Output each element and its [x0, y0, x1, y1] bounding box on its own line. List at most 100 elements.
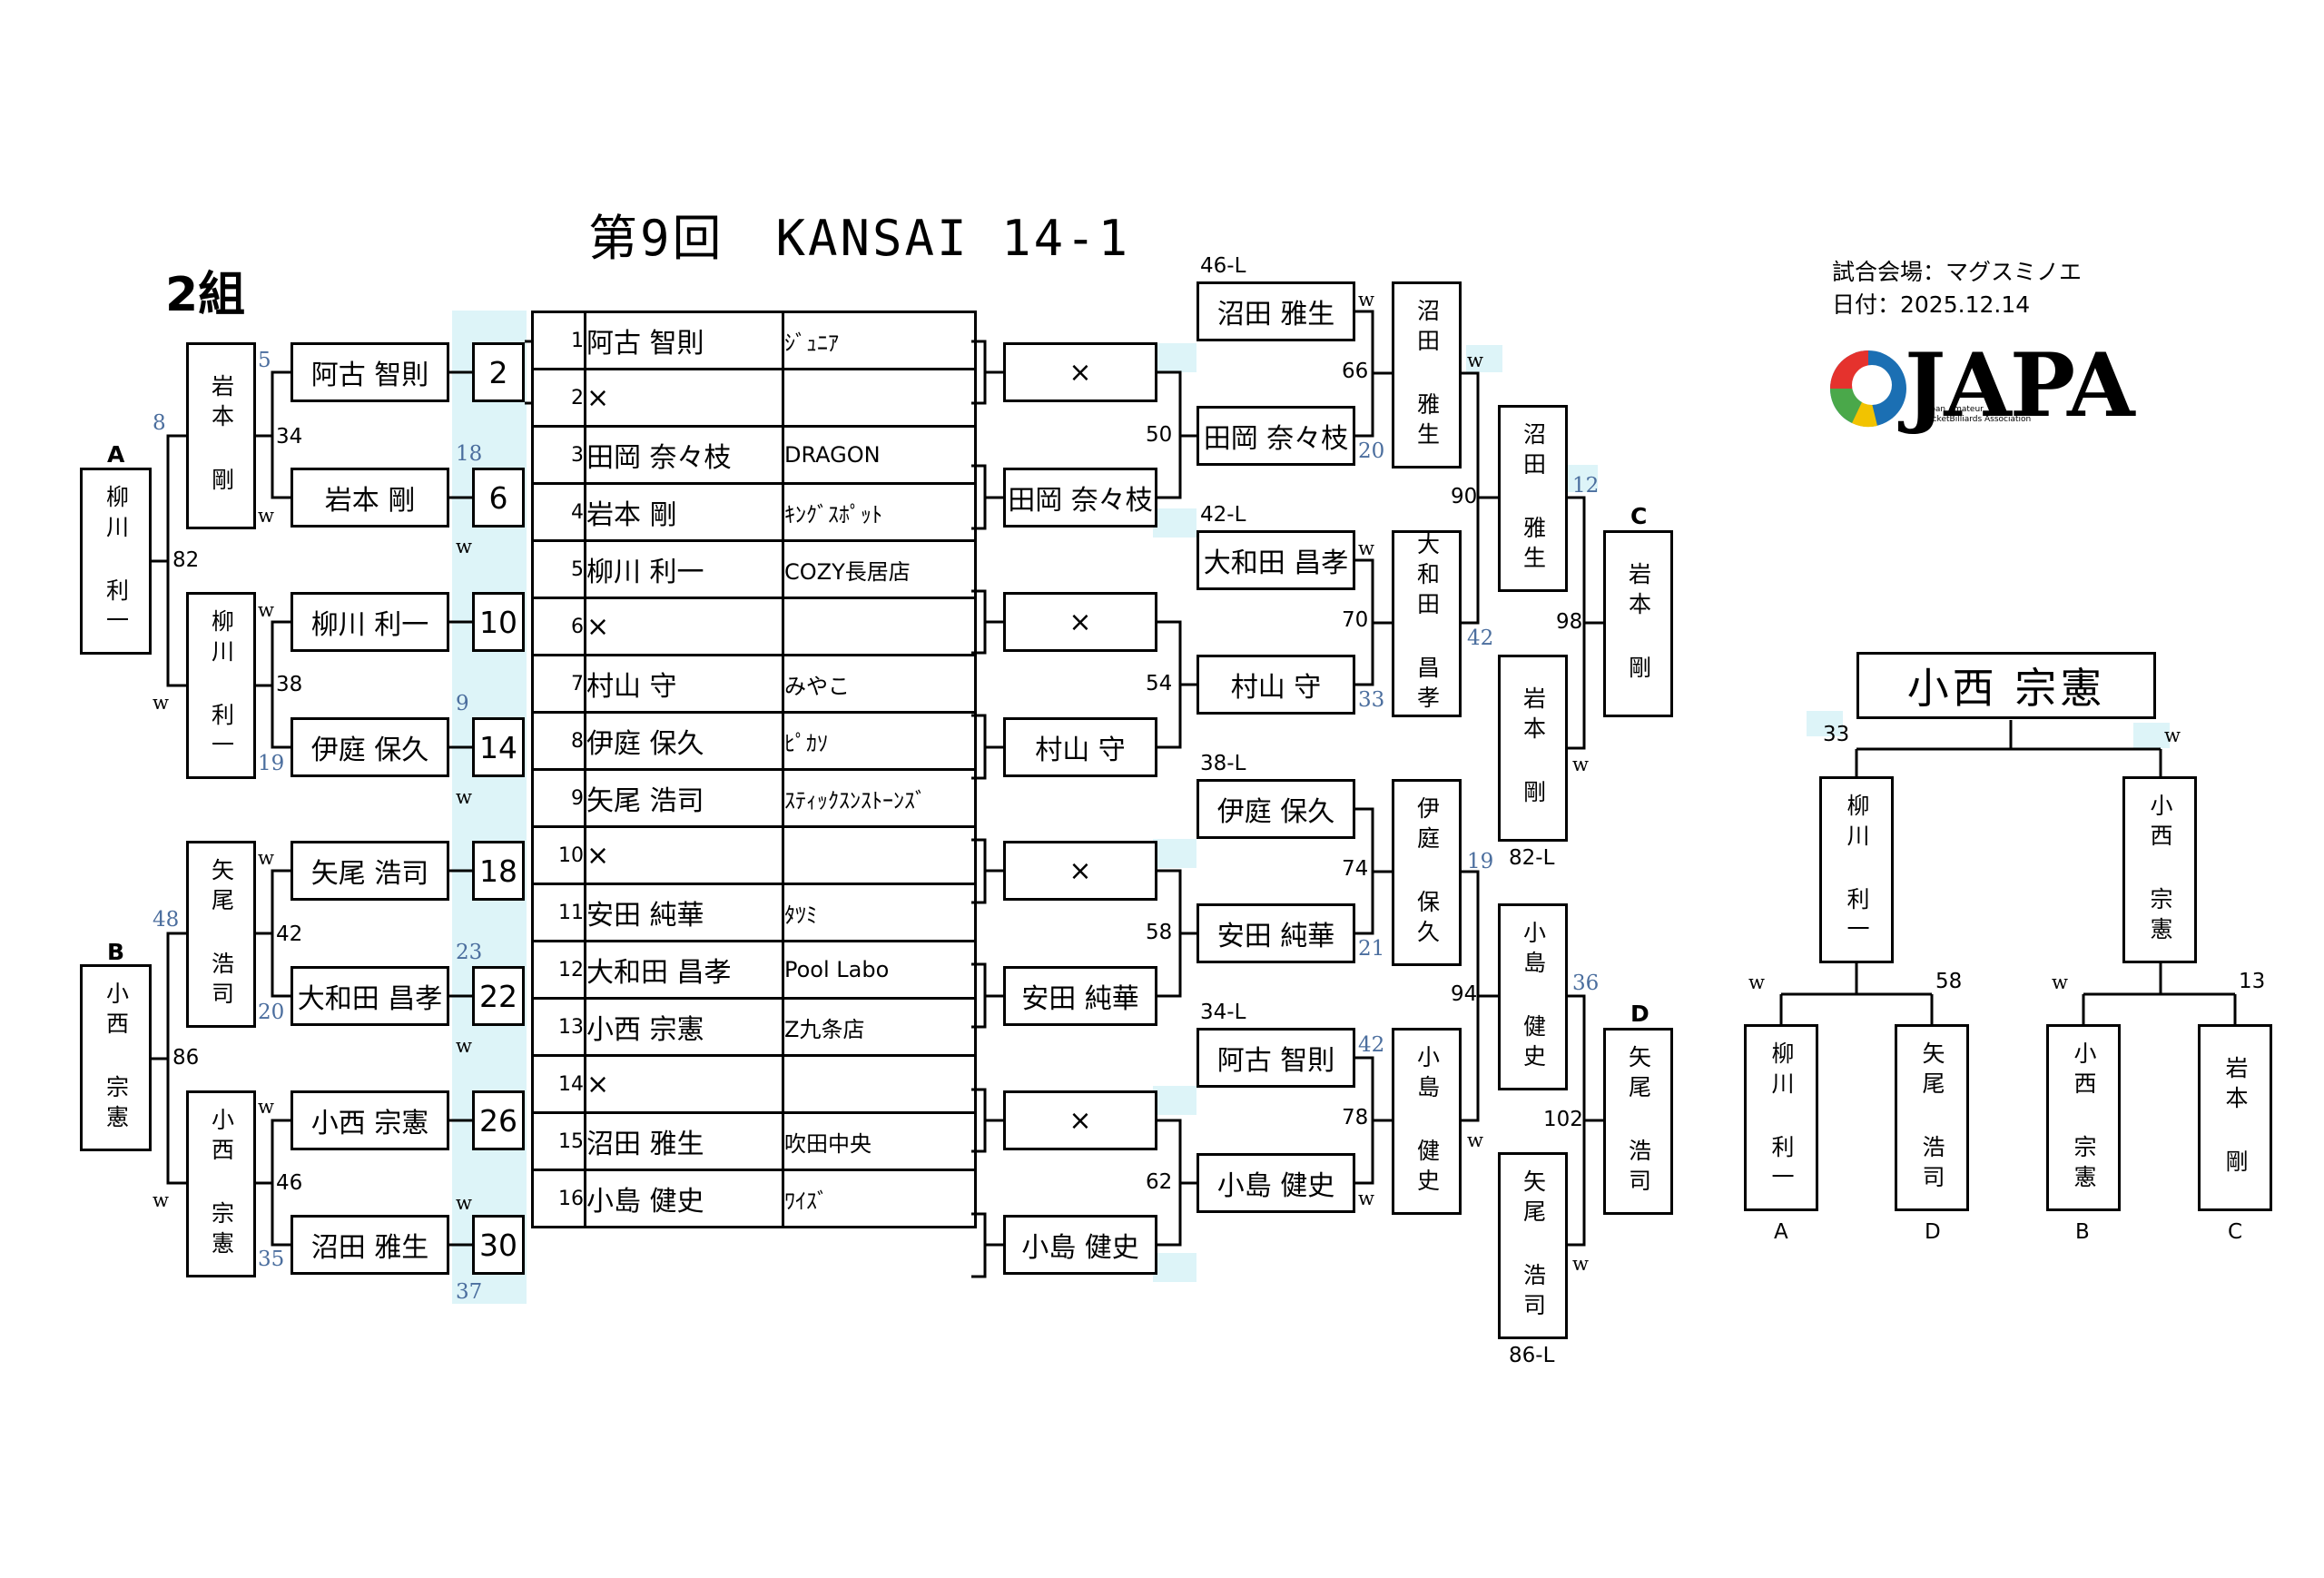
win-mark: w	[1572, 1253, 1589, 1275]
round2-player: 岩本 剛	[290, 468, 449, 528]
match-number: 10	[472, 592, 525, 652]
highlight-mark	[1153, 1253, 1196, 1282]
draw-club: ｽﾃｨｯｸｽﾝｽﾄｰﾝｽﾞ	[782, 768, 977, 828]
losers-player: 大和田 昌孝	[1196, 530, 1355, 590]
draw-row: 10×	[531, 825, 977, 885]
match-number-62: 62	[1146, 1170, 1173, 1194]
draw-player-name: 大和田 昌孝	[584, 940, 784, 1000]
quarter-player: 小西 宗憲	[2046, 1024, 2121, 1211]
seed-label: A	[1774, 1220, 1788, 1244]
lr3-player: 岩本 剛	[1498, 655, 1568, 842]
draw-player-name: 村山 守	[584, 654, 784, 714]
round3-winner: 矢尾 浩司	[186, 841, 256, 1028]
venue-label: 試合会場：マグスミノエ	[1832, 259, 2083, 285]
round2-player: 大和田 昌孝	[290, 966, 449, 1026]
quarter-player: 柳川 利一	[1744, 1024, 1818, 1211]
draw-club: DRAGON	[782, 425, 977, 485]
loser-label: 42-L	[1200, 503, 1246, 527]
round3-winner: 小西 宗憲	[186, 1090, 256, 1277]
match-number-38: 38	[276, 673, 303, 696]
score: 33	[1358, 688, 1385, 712]
match-number-66: 66	[1342, 360, 1369, 383]
draw-number: 7	[531, 654, 586, 714]
draw-number: 3	[531, 425, 586, 485]
match-number-54: 54	[1146, 672, 1173, 695]
draw-club: Pool Labo	[782, 940, 977, 1000]
draw-player-name: 安田 純華	[584, 883, 784, 942]
round1-result: ×	[1003, 841, 1157, 901]
draw-number: 13	[531, 997, 586, 1057]
match-number-82: 82	[172, 548, 200, 572]
win-mark: w	[258, 847, 274, 869]
win-mark: w	[456, 536, 472, 557]
score: 13	[2239, 970, 2266, 993]
draw-player-name: 小島 健史	[584, 1169, 784, 1228]
win-mark: w	[456, 1192, 472, 1214]
seed-label: C	[2228, 1220, 2243, 1244]
losers-winner: 大和田 昌孝	[1392, 530, 1462, 717]
draw-club: Z九条店	[782, 997, 977, 1057]
score: 21	[1358, 937, 1385, 961]
draw-row: 2×	[531, 368, 977, 428]
draw-number: 4	[531, 482, 586, 542]
draw-player-name: 阿古 智則	[584, 311, 784, 370]
finalist-a: 柳川 利一	[80, 468, 152, 655]
win-mark: w	[1467, 350, 1483, 371]
draw-club	[782, 825, 977, 885]
semi-player: 小西 宗憲	[2122, 776, 2197, 963]
match-number: 6	[472, 468, 525, 528]
match-number-102: 102	[1543, 1108, 1583, 1131]
draw-player-name: 伊庭 保久	[584, 711, 784, 771]
draw-number: 15	[531, 1111, 586, 1171]
draw-number: 6	[531, 597, 586, 656]
score: 58	[1935, 970, 1963, 993]
round2-player: 矢尾 浩司	[290, 841, 449, 901]
win-mark: w	[456, 1035, 472, 1057]
draw-number: 16	[531, 1169, 586, 1228]
draw-club: 吹田中央	[782, 1111, 977, 1171]
losers-player: 伊庭 保久	[1196, 779, 1355, 839]
match-number-34: 34	[276, 425, 303, 449]
score: 8	[153, 411, 166, 435]
draw-player-name: ×	[584, 368, 784, 428]
date-label: 日付：2025.12.14	[1832, 291, 2031, 318]
finalist-c: 岩本 剛	[1603, 530, 1673, 717]
round1-result: ×	[1003, 592, 1157, 652]
losers-player: 沼田 雅生	[1196, 281, 1355, 341]
match-number-86: 86	[172, 1046, 200, 1070]
draw-row: 6×	[531, 597, 977, 656]
score: 48	[153, 908, 180, 932]
losers-player: 小島 健史	[1196, 1153, 1355, 1213]
round3-winner: 岩本 剛	[186, 342, 256, 529]
score: 9	[456, 692, 469, 715]
draw-number: 11	[531, 883, 586, 942]
draw-number: 14	[531, 1054, 586, 1114]
draw-number: 9	[531, 768, 586, 828]
draw-player-name: 岩本 剛	[584, 482, 784, 542]
score: 19	[258, 752, 285, 775]
match-number: 26	[472, 1090, 525, 1150]
draw-number: 5	[531, 539, 586, 599]
score: 33	[1823, 723, 1850, 746]
round1-result: 小島 健史	[1003, 1215, 1157, 1275]
draw-player-name: 小西 宗憲	[584, 997, 784, 1057]
draw-player-name: ×	[584, 1054, 784, 1114]
score: 37	[456, 1280, 483, 1304]
lr3-player: 沼田 雅生	[1498, 405, 1568, 592]
draw-club	[782, 597, 977, 656]
win-mark: w	[1467, 1129, 1483, 1151]
draw-number: 12	[531, 940, 586, 1000]
draw-number: 8	[531, 711, 586, 771]
score: 12	[1572, 474, 1600, 498]
seed-b: B	[107, 939, 125, 965]
win-mark: w	[153, 1189, 169, 1211]
match-number: 30	[472, 1215, 525, 1275]
match-number: 2	[472, 342, 525, 402]
losers-player: 阿古 智則	[1196, 1028, 1355, 1088]
quarter-player: 岩本 剛	[2198, 1024, 2272, 1211]
match-number-98: 98	[1556, 610, 1583, 634]
